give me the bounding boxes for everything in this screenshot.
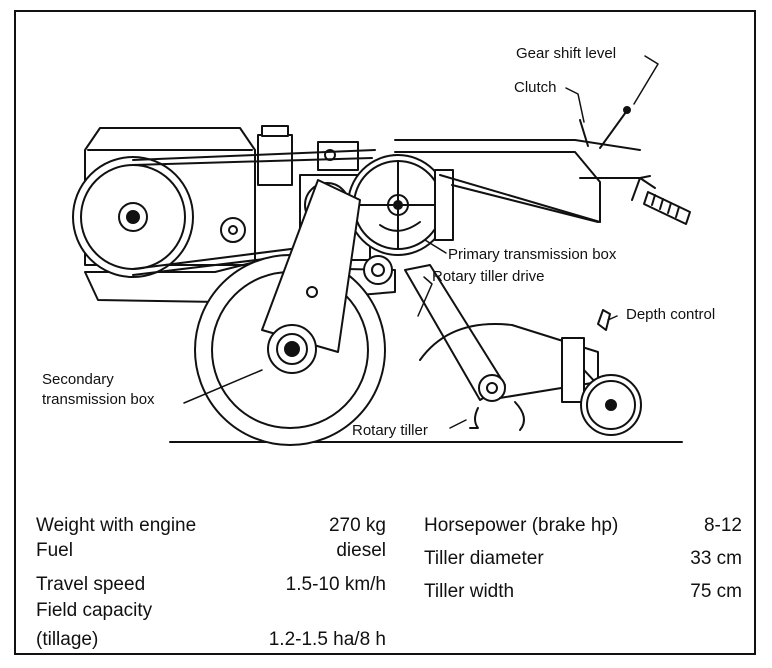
spec-key: (tillage) (36, 629, 99, 650)
engine-body (84, 127, 256, 266)
tiller-blade (469, 407, 479, 429)
spec-value: diesel (336, 540, 386, 561)
spec-value: 8-12 (703, 515, 742, 536)
spec-value: 1.5-10 km/h (285, 574, 386, 595)
spec-key: Tiller width (424, 581, 515, 602)
spec-key: Tiller diameter (424, 548, 544, 569)
depth-control-post (561, 337, 585, 403)
handlebar (394, 139, 641, 151)
figure-frame (14, 10, 756, 655)
spec-key: Travel speed (36, 574, 146, 595)
depth-control-handle (597, 309, 611, 331)
gear-shift-lever (599, 111, 627, 149)
tiller-guard (419, 323, 599, 399)
spec-value: 270 kg (328, 515, 386, 536)
air-filter (317, 141, 359, 171)
depth-control-label: Depth control (626, 306, 716, 323)
spec-key: Weight with engine (36, 515, 197, 536)
spec-value: 1.2-1.5 ha/8 h (268, 629, 386, 650)
primary-transmission-box-label: Primary transmission box (448, 246, 617, 263)
chassis (84, 261, 396, 303)
rotary-tiller-drive-label: Rotary tiller drive (432, 268, 545, 285)
clutch-lever (579, 119, 589, 147)
clutch-label: Clutch (514, 79, 557, 96)
spec-value: 33 cm (690, 548, 742, 569)
secondary-transmission-box-label-line1: Secondary (42, 371, 114, 388)
spec-key: Field capacity (36, 600, 153, 621)
rotary-tiller-label: Rotary tiller (352, 422, 428, 439)
spec-key: Fuel (36, 540, 73, 561)
spec-value: 75 cm (690, 581, 742, 602)
idler-pulley (220, 217, 246, 243)
spec-key: Horsepower (brake hp) (424, 515, 619, 536)
secondary-transmission-box-label-line2: transmission box (42, 391, 155, 408)
handle-grip (643, 191, 691, 225)
gear-shift-level-label: Gear shift level (516, 45, 617, 62)
